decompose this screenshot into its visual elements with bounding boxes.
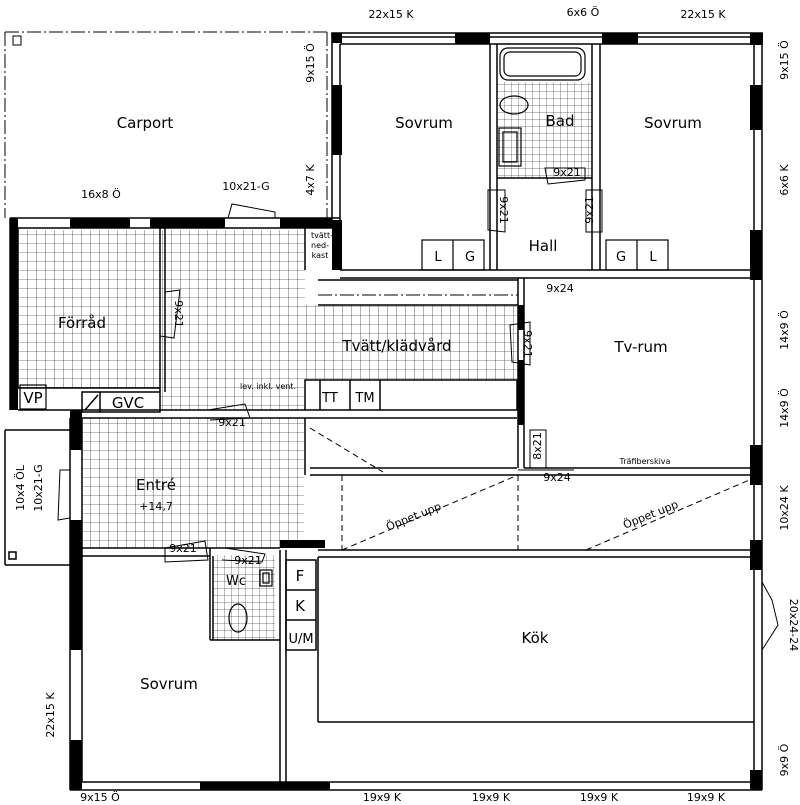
sink-bad: [498, 127, 522, 167]
label-g-left: G: [465, 250, 475, 265]
wc-floor: [213, 555, 275, 640]
room-sovrum-top-left: Sovrum: [395, 114, 453, 132]
room-kok: Kök: [522, 629, 549, 647]
dim-left-4x7: 4x7 K: [304, 164, 317, 196]
room-labels: Carport Sovrum Bad Sovrum Hall Förråd Tv…: [58, 112, 702, 693]
dim-ext-10x4: 10x4 ÖL: [14, 464, 27, 511]
label-g-right: G: [616, 250, 626, 265]
dim-stair-8x21: 8x21: [531, 432, 544, 460]
label-oppet-upp-2: Öppet upp: [621, 498, 680, 532]
room-forrad: Förråd: [58, 314, 106, 332]
dim-hall-door-left: 9x21: [497, 196, 510, 224]
dim-bad-door: 9x21: [553, 166, 581, 179]
dimension-labels: 22x15 K 6x6 Ö 22x15 K 16x8 Ö 10x21-G 9x2…: [80, 6, 726, 804]
fixtures: [19, 47, 669, 633]
dim-right-14x9-b: 14x9 Ö: [778, 388, 791, 428]
dim-forrad-door: 9x21: [172, 300, 185, 328]
toilet-wc: [228, 603, 248, 633]
toilet-bad: [499, 95, 529, 115]
dim-right-9x15: 9x15 Ö: [778, 40, 791, 80]
room-tvatt: Tvätt/klädvård: [341, 337, 451, 355]
carport-outline: [4, 31, 330, 220]
door-swings: [57, 167, 779, 651]
dim-left-22x15: 22x15 K: [44, 692, 57, 738]
carport-post: [12, 35, 22, 46]
label-f: F: [296, 567, 305, 585]
dim-right-9x9: 9x9 Ö: [778, 743, 791, 776]
dashed-lines: [309, 294, 755, 551]
vp-box: [19, 384, 47, 410]
dim-right-6x6: 6x6 K: [778, 164, 791, 196]
dim-entre-bottom-door: 9x21: [169, 542, 197, 555]
label-tvatt-nedkast-3: kast: [312, 251, 329, 260]
dim-bottom-19x9-1: 19x9 K: [363, 791, 402, 804]
label-tt: TT: [321, 391, 338, 406]
dim-tvatt-door: 9x21: [218, 416, 246, 429]
room-wc: Wc: [226, 574, 246, 589]
room-entre: Entré: [136, 476, 176, 494]
dim-hall-9x24: 9x24: [546, 282, 574, 295]
label-tvatt-nedkast-2: ned-: [311, 241, 329, 250]
entre-level: +14,7: [139, 500, 173, 513]
label-tm: TM: [354, 391, 374, 406]
label-k: K: [295, 597, 306, 615]
label-l-left: L: [434, 250, 442, 265]
label-vp: VP: [23, 389, 42, 407]
room-sovrum-top-right: Sovrum: [644, 114, 702, 132]
dim-carport-16x8: 16x8 Ö: [81, 188, 121, 201]
room-tvrum: Tv-rum: [613, 338, 667, 356]
dim-left-9x15: 9x15 Ö: [304, 43, 317, 83]
room-sovrum-bottom-left: Sovrum: [140, 675, 198, 693]
dim-bottom-19x9-3: 19x9 K: [580, 791, 619, 804]
sink-wc: [259, 569, 273, 587]
dim-top-22x15-left: 22x15 K: [368, 8, 414, 21]
label-um: U/M: [288, 632, 313, 647]
dim-tv-9x24: 9x24: [543, 471, 571, 484]
dim-bottom-19x9-4: 19x9 K: [687, 791, 726, 804]
dim-right-20x24: 20x24-24: [787, 599, 800, 651]
room-carport: Carport: [117, 114, 174, 132]
dim-bottom-9x15: 9x15 Ö: [80, 791, 120, 804]
dim-top-6x6: 6x6 Ö: [567, 6, 600, 19]
dim-ext-10x21: 10x21-G: [32, 464, 45, 511]
dim-wc-door: 9x21: [234, 554, 262, 567]
label-lev-vent: lev. inkl. vent.: [240, 382, 296, 391]
thick-walls: [10, 33, 763, 790]
tvatt-floor-right: [305, 305, 517, 380]
dim-bottom-19x9-2: 19x9 K: [472, 791, 511, 804]
label-trafiber: Träfiberskiva: [619, 457, 671, 466]
dim-tvrum-door: 9x21: [521, 330, 534, 358]
room-bad: Bad: [545, 112, 574, 130]
dimension-labels-vertical: 9x15 Ö 4x7 K 9x21 9x21 9x21 9x21 8x21 10…: [14, 40, 800, 777]
label-gvc: GVC: [112, 394, 144, 412]
dim-top-22x15-right: 22x15 K: [680, 8, 726, 21]
dim-carport-10x21: 10x21-G: [222, 180, 269, 193]
forrad-floor: [18, 230, 160, 388]
bathtub: [499, 47, 586, 81]
tiled-floors: [18, 82, 592, 640]
dim-hall-door-right: 9x21: [583, 196, 596, 224]
label-l-right: L: [649, 250, 657, 265]
room-hall: Hall: [529, 237, 558, 255]
entre-floor: [82, 418, 304, 548]
tvatt-floor-left: [160, 230, 305, 410]
dim-right-14x9-a: 14x9 Ö: [778, 310, 791, 350]
label-oppet-upp-1: Öppet upp: [384, 500, 443, 534]
label-tvatt-nedkast-1: tvätt-: [311, 231, 333, 240]
dim-right-10x24: 10x24 K: [778, 485, 791, 531]
